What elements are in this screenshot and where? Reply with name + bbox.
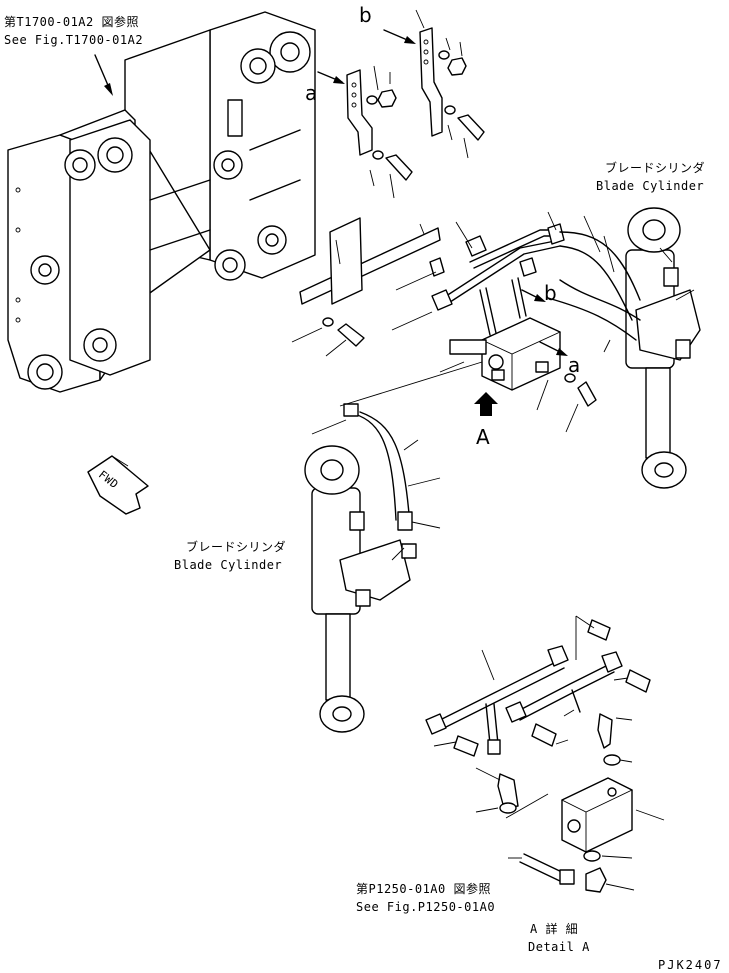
detail-title-en: Detail A xyxy=(528,940,590,954)
marker-a-right: a xyxy=(568,353,581,377)
marker-a-top: a xyxy=(305,81,318,105)
left-cylinder-en: Blade Cylinder xyxy=(174,558,283,572)
view-marker-a: A xyxy=(476,425,491,449)
guard-plate xyxy=(291,217,441,357)
fwd-arrow xyxy=(87,455,149,515)
detail-a-parts xyxy=(425,615,665,893)
blade-frame xyxy=(7,11,316,393)
frame-ref-jp: 第T1700-01A2 図参照 xyxy=(4,15,139,29)
valve-and-tubes xyxy=(391,221,597,433)
drawing-code: PJK2407 xyxy=(658,958,723,972)
right-blade-cylinder xyxy=(547,207,701,489)
hose-ref-en: See Fig.P1250-01A0 xyxy=(356,900,496,914)
marker-b-right: b xyxy=(544,281,558,305)
bracket-a xyxy=(317,65,413,199)
hose-ref-jp: 第P1250-01A0 図参照 xyxy=(356,882,491,896)
detail-title-jp: A 詳 細 xyxy=(530,922,579,936)
left-cylinder-jp: ブレードシリンダ xyxy=(186,540,287,554)
right-cylinder-jp: ブレードシリンダ xyxy=(605,161,706,175)
frame-ref-en: See Fig.T1700-01A2 xyxy=(4,33,144,47)
bracket-b xyxy=(383,9,485,159)
leader-line xyxy=(339,361,483,407)
left-blade-cylinder xyxy=(304,403,441,733)
right-cylinder-en: Blade Cylinder xyxy=(596,179,705,193)
marker-b-top: b xyxy=(359,3,373,27)
